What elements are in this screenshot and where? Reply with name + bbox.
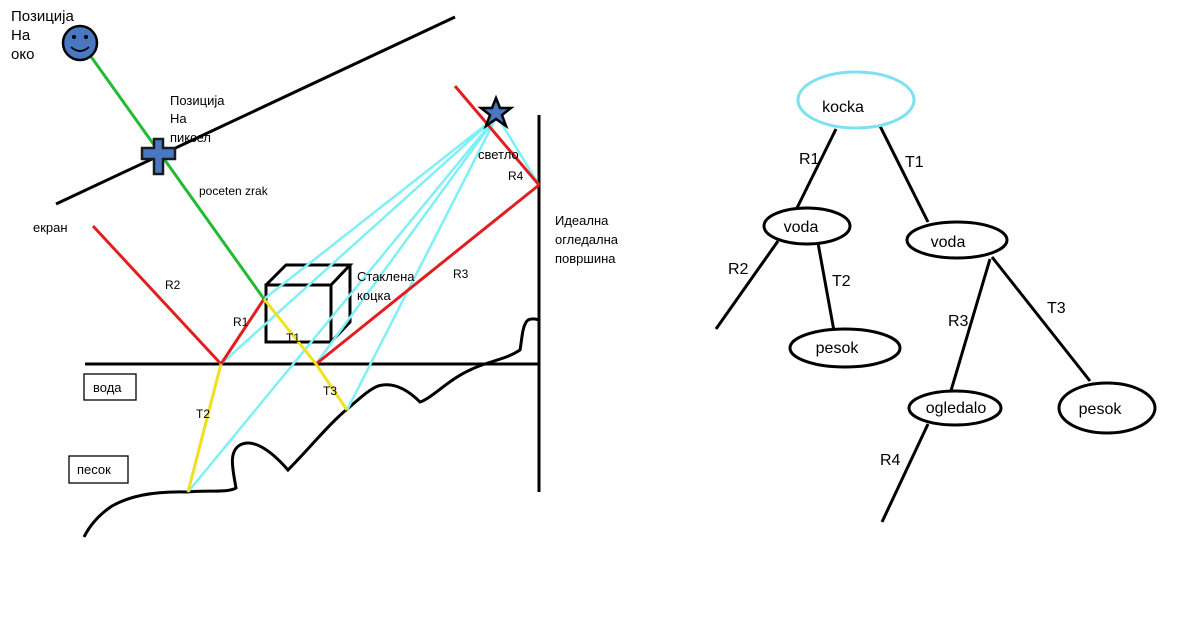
screen-label: екран <box>33 220 68 235</box>
glass-cube <box>264 263 354 344</box>
node-water-left <box>762 206 852 246</box>
ray-t3-label: T3 <box>323 384 337 398</box>
ray-r2-label: R2 <box>165 278 181 292</box>
light-star-icon <box>477 94 515 130</box>
pixel-label: пиксел <box>170 130 211 145</box>
mirror-label: Идеална <box>555 213 609 228</box>
node-root-label: kocka <box>822 99 864 116</box>
sand-label: песок <box>77 462 111 477</box>
scene: Позиција На око Позиција На пиксел pocet… <box>11 8 622 538</box>
node-water-right <box>905 220 1009 260</box>
screen-line <box>55 15 456 206</box>
shadow-ray <box>345 115 499 411</box>
mirror-label: огледална <box>555 232 619 247</box>
ray-t1-label: T1 <box>286 331 300 345</box>
ray-r3 <box>315 183 540 366</box>
pixel-plus-icon <box>140 137 177 176</box>
eye-label: Позиција <box>11 8 75 25</box>
initial-ray-label: poceten zrak <box>199 184 269 198</box>
shadow-ray <box>220 115 498 365</box>
svg-text:Позиција На око: Позиција На око <box>11 8 78 63</box>
edge-t1-label: T1 <box>905 154 924 171</box>
ray-r1 <box>219 298 266 365</box>
edge-r1-label: R1 <box>799 151 820 168</box>
cube-label: коцка <box>357 288 391 303</box>
node-sand-right <box>1057 381 1157 435</box>
tree-edges <box>714 125 1092 523</box>
edge-r4 <box>880 423 930 523</box>
ray-r4-label: R4 <box>508 169 524 183</box>
node-mirror <box>907 389 1003 427</box>
edge-r3-label: R3 <box>948 313 969 330</box>
sand-curve <box>82 317 540 538</box>
light-label: светло <box>478 147 519 162</box>
shadow-ray <box>263 115 498 300</box>
node-sand-left <box>788 327 902 369</box>
shadow-rays <box>187 115 541 493</box>
water-label: вода <box>93 380 122 395</box>
svg-text:Стаклена коцка: Стаклена коцка <box>357 269 418 303</box>
edge-r2 <box>714 240 780 330</box>
ray-tree: kocka voda voda pesok ogledalo pesok R1 … <box>714 70 1157 523</box>
ray-r3-label: R3 <box>453 267 469 281</box>
shadow-ray <box>314 115 499 365</box>
node-water-right-label: voda <box>931 234 966 251</box>
pixel-label: На <box>170 111 187 126</box>
reflection-rays <box>91 85 541 366</box>
transmission-rays <box>186 298 349 493</box>
node-sand-right-label: pesok <box>1079 401 1123 418</box>
ray-t1 <box>262 298 318 365</box>
ray-t3 <box>314 363 349 411</box>
edge-r2-label: R2 <box>728 261 749 278</box>
edge-r1 <box>794 128 838 211</box>
node-sand-left-label: pesok <box>816 340 860 357</box>
pixel-label: Позиција <box>170 93 225 108</box>
node-mirror-label: ogledalo <box>926 400 987 417</box>
edge-t2 <box>816 242 836 332</box>
eye-face-icon <box>61 24 99 62</box>
ray-t2 <box>186 363 223 493</box>
ray-r2 <box>91 224 223 366</box>
eye-ray <box>80 43 266 300</box>
cube-label: Стаклена <box>357 269 415 284</box>
edge-r4-label: R4 <box>880 452 901 469</box>
svg-text:Позиција На пиксел: Позиција На пиксел <box>170 93 228 145</box>
edge-r3 <box>948 258 992 395</box>
edge-t1 <box>878 125 930 223</box>
ray-r1-label: R1 <box>233 315 249 329</box>
node-root <box>796 70 916 130</box>
shadow-ray <box>187 115 498 493</box>
ray-r4 <box>453 85 541 186</box>
ray-t2-label: T2 <box>196 407 210 421</box>
edge-t3-label: T3 <box>1047 300 1066 317</box>
eye-label: На <box>11 27 31 44</box>
shadow-ray <box>495 115 541 186</box>
mirror-label: површина <box>555 251 616 266</box>
water-label-box <box>83 373 137 401</box>
svg-text:Идеална огледална: Идеална огледална површина <box>555 213 622 266</box>
edge-t3 <box>990 256 1092 382</box>
edge-t2-label: T2 <box>832 273 851 290</box>
node-water-left-label: voda <box>784 219 819 236</box>
eye-label: око <box>11 46 34 63</box>
sand-label-box <box>68 455 129 484</box>
